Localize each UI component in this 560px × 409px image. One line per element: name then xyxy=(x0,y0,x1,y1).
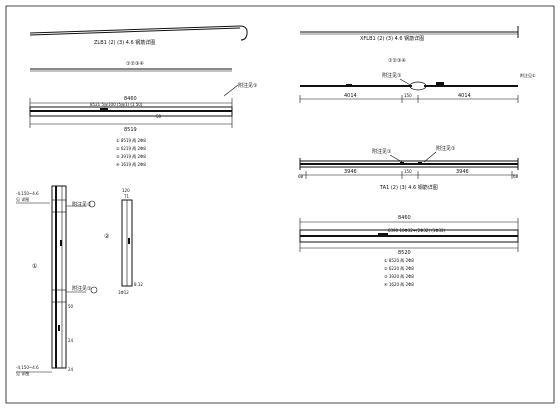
left-beam-length-total: 8460 xyxy=(124,96,137,102)
column-top-label: -4.150~4.6 xyxy=(16,191,39,196)
section-head: 120 xyxy=(122,188,130,193)
column-tag-top xyxy=(60,240,62,246)
right-mid-dim-mid: 150 xyxy=(404,169,412,174)
top-right-dim-right: 4014 xyxy=(458,93,471,99)
right-mid-callout-b: 附注见① xyxy=(436,145,456,152)
column-tag-bottom xyxy=(58,325,60,331)
column-dim-a: 50 xyxy=(68,304,74,309)
top-right-dim-mid: 150 xyxy=(404,93,412,98)
left-beam-mid-label: 8521 5@100 (5@1) (1 50) xyxy=(90,102,143,107)
left-beam-list-item-3: ③ 3919 两 2Φ8 xyxy=(116,154,146,159)
left-beam-tag xyxy=(100,108,108,110)
column-bottom-label: -4.150~4.6 xyxy=(16,365,39,370)
right-mid-end-right-label: 68 xyxy=(513,174,519,179)
top-right-stepped-group: ①②③④ 附注见① 附注见① 4014 150 4014 xyxy=(300,58,536,103)
right-mid-callout-b-leader xyxy=(424,152,436,162)
top-right-callout: 附注见① xyxy=(382,72,402,79)
top-right-splice xyxy=(409,81,427,91)
column-bottom-sub: 见 详图 xyxy=(16,370,29,376)
section-foot: 1Φ12 xyxy=(118,290,129,295)
left-beam-callout-leader xyxy=(224,85,238,96)
top-right-tag-left xyxy=(346,84,352,87)
column-dim-c: 24 xyxy=(68,367,74,372)
right-beam-list-item-4: ④ 1620 两 2Φ8 xyxy=(384,282,414,287)
left-beam-list-item-1: ① 8519 两 2Φ8 xyxy=(116,138,146,143)
top-left-bar xyxy=(30,26,240,33)
column-dim-b: 24 xyxy=(68,338,74,343)
section-tag xyxy=(128,238,130,244)
right-mid-tag-left xyxy=(400,162,404,164)
top-left-caption: ZLB1 (2) (3) 4.6 钢筋详图 xyxy=(94,39,155,46)
right-mid-callout-a: 附注见① xyxy=(372,148,392,155)
column-callout-b: 附注见① xyxy=(72,285,92,292)
top-right-mark: ①②③④ xyxy=(388,58,406,64)
column-body xyxy=(52,186,66,368)
column-callout-a: 附注见① xyxy=(72,201,92,208)
right-beam-list-item-1: ① 8520 两 2Φ8 xyxy=(384,258,414,263)
top-left-straight-group: ①②③④ xyxy=(30,61,232,71)
top-left-bar-mark: ①②③④ xyxy=(126,61,144,67)
column-side-mark: ① xyxy=(32,263,37,270)
top-left-bar-lower xyxy=(30,28,240,35)
top-right-tag-right-label: 附注见① xyxy=(520,72,536,78)
right-beam-length-total: 8460 xyxy=(398,215,411,221)
top-right-group: XFLB1 (2) (3) 4.6 钢筋详图 xyxy=(300,26,518,42)
right-mid-tag-right xyxy=(418,162,422,164)
column-group: -4.150~4.6 见 详图 ① 附注见① 附注见① 50 24 24 -4.… xyxy=(16,186,97,376)
left-beam-length-inner: 8519 xyxy=(124,127,137,133)
right-mid-dim-right: 3946 xyxy=(456,169,469,175)
left-beam-sub-mark: 50 xyxy=(156,114,162,119)
top-right-tag-right xyxy=(436,82,444,85)
right-mid-dim-left: 3946 xyxy=(344,169,357,175)
column-callout-b-bubble xyxy=(91,287,97,293)
left-beam-list-item-2: ② 6219 两 2Φ8 xyxy=(116,146,146,151)
section-group: ② 120 T1 8.12 1Φ12 xyxy=(104,188,143,295)
right-mid-end-left-label: 68 xyxy=(298,174,304,179)
section-mark: ② xyxy=(104,233,110,240)
sheet-border xyxy=(6,6,554,403)
right-beam-list-item-3: ③ 3920 两 2Φ8 xyxy=(384,274,414,279)
section-dim: 8.12 xyxy=(134,282,143,287)
right-beam-list-item-2: ② 6220 两 2Φ8 xyxy=(384,266,414,271)
right-beam-mid-label: 8390 10Φ32+(2Φ32) (1Φ32) xyxy=(388,228,446,233)
right-beam-tag xyxy=(378,233,388,235)
left-beam-list-item-4: ④ 1619 两 2Φ8 xyxy=(116,162,146,167)
column-callout-a-bubble xyxy=(89,201,95,207)
top-right-caption: XFLB1 (2) (3) 4.6 钢筋详图 xyxy=(360,35,424,42)
right-beam-length-inner: 8520 xyxy=(398,250,411,256)
right-mid-group: 附注见① 附注见① 68 3946 150 3946 68 TA1 (2) (3… xyxy=(298,145,519,191)
section-head-sub: T1 xyxy=(123,194,129,199)
top-left-group: ZLB1 (2) (3) 4.6 钢筋详图 xyxy=(30,26,247,46)
column-top-sub: 见 详图 xyxy=(16,196,29,202)
top-right-dim-left: 4014 xyxy=(344,93,357,99)
right-mid-caption: TA1 (2) (3) 4.6 钢筋详图 xyxy=(379,184,438,191)
left-beam-group: 附注见① 8460 8521 5@100 (5@1) (1 50) 50 851… xyxy=(30,82,258,167)
right-beam-group: 8460 8390 10Φ32+(2Φ32) (1Φ32) 8520 ① 852… xyxy=(300,215,518,287)
left-beam-callout: 附注见① xyxy=(238,82,258,89)
top-left-hook xyxy=(240,26,247,40)
